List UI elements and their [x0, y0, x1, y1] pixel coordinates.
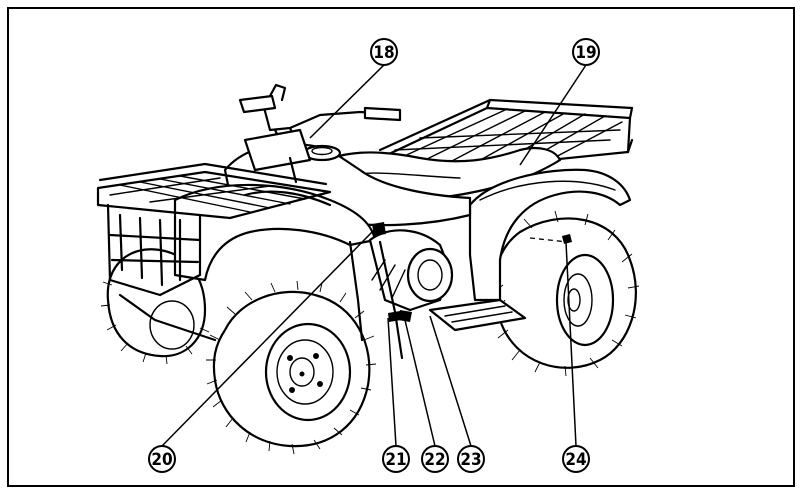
front-tire	[206, 280, 377, 455]
svg-text:22: 22	[424, 450, 445, 470]
svg-text:23: 23	[460, 450, 481, 470]
callout-18: 18	[370, 38, 398, 66]
rear-plug	[562, 234, 572, 244]
brake-lever-strut	[378, 240, 404, 360]
leader-lines	[161, 64, 587, 447]
front-strut	[348, 240, 364, 342]
svg-text:20: 20	[151, 450, 172, 470]
svg-text:18: 18	[373, 43, 394, 63]
callout-19: 19	[572, 38, 600, 66]
callout-20: 20	[148, 445, 176, 473]
footrest	[388, 298, 527, 332]
callout-23: 23	[457, 445, 485, 473]
rear-tire	[493, 210, 640, 377]
svg-text:21: 21	[385, 450, 406, 470]
svg-text:19: 19	[575, 43, 596, 63]
rear-fender	[468, 168, 632, 302]
callout-21: 21	[382, 445, 410, 473]
front-rack	[96, 162, 332, 220]
callout-24: 24	[562, 445, 590, 473]
engine	[368, 222, 454, 322]
figure-frame	[7, 7, 795, 487]
callout-22: 22	[421, 445, 449, 473]
handlebar	[238, 83, 402, 184]
front-bumper	[106, 203, 217, 342]
dashed-line	[529, 237, 569, 243]
svg-text:24: 24	[565, 450, 586, 470]
